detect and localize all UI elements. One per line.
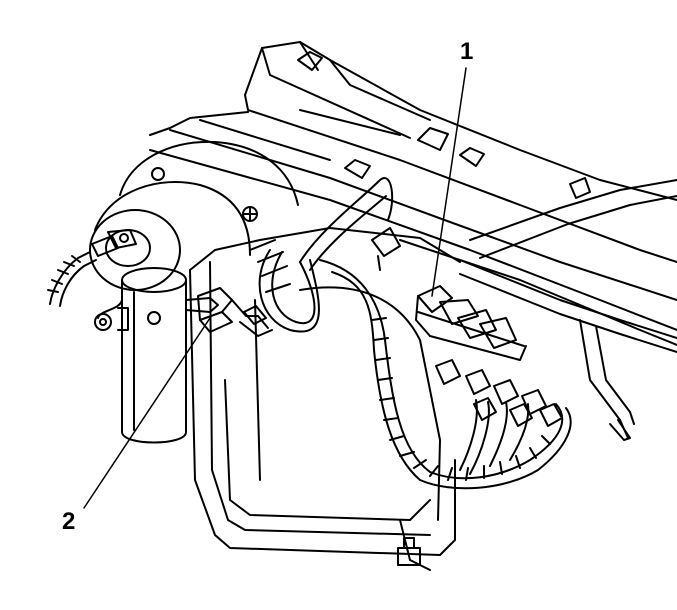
callout-leaders [83, 67, 467, 509]
duct-housing [149, 41, 677, 441]
leader-line-2 [83, 317, 211, 509]
accumulator [94, 267, 219, 444]
callout-label-1: 1 [460, 38, 474, 65]
hvac-case [189, 227, 461, 571]
wiring-harness [249, 177, 572, 490]
leader-line-1 [431, 67, 467, 297]
left-hoses [47, 229, 137, 307]
callout-label-2: 2 [62, 508, 76, 535]
